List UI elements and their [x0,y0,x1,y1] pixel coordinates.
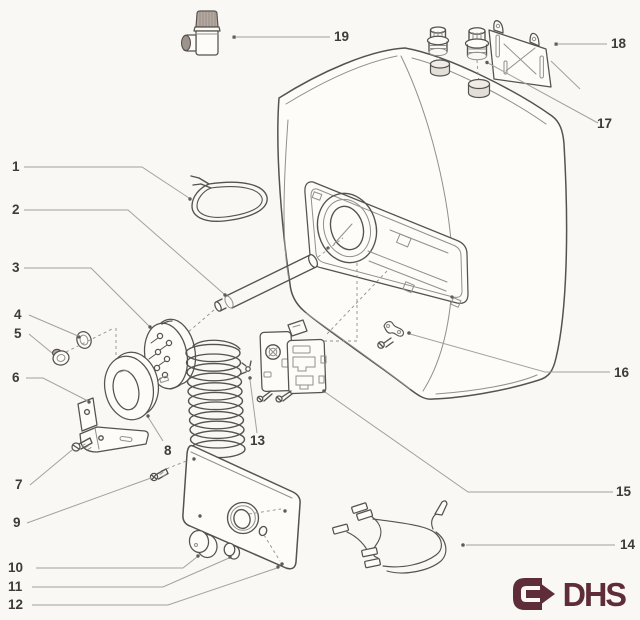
thermostat [259,319,613,493]
part-label-2: 2 [12,202,20,217]
part-label-1: 1 [12,159,20,174]
part-label-6: 6 [12,370,20,385]
part-label-14: 14 [620,537,636,552]
part-label-11: 11 [8,579,23,594]
flange-gasket [103,351,164,442]
wall-bracket [485,20,607,124]
flange-clamp [377,321,404,349]
temperature-knob [36,529,218,569]
logo-arrow-icon [513,578,555,610]
part-label-17: 17 [597,116,613,131]
panel-leader [32,565,280,606]
part-label-3: 3 [12,260,20,275]
panel-screw [26,468,169,524]
pipe-fitting-left [426,26,451,77]
part-label-10: 10 [8,560,24,575]
part-label-19: 19 [334,29,350,44]
part-label-18: 18 [611,36,627,51]
power-cable [24,166,268,223]
thermostat-screw [240,360,273,434]
part-label-4: 4 [14,307,22,322]
part-label-9: 9 [13,515,21,530]
nut [28,327,117,407]
bracket-screw [29,437,93,486]
washer [28,314,92,349]
part-label-13: 13 [250,433,266,448]
button [32,542,241,588]
part-label-12: 12 [8,597,24,612]
element-access-recess [284,181,469,380]
wiring-harness [332,500,615,574]
part-label-15: 15 [616,484,632,499]
part-label-16: 16 [614,365,630,380]
logo-text: DHS [562,576,627,613]
heating-element-flange [24,267,197,390]
part-label-8: 8 [164,443,172,458]
safety-valve [180,10,330,56]
part-label-5: 5 [14,326,22,341]
front-panel [160,444,301,570]
dip-tube [24,209,319,369]
pipe-fitting-right [464,27,491,99]
part-label-7: 7 [15,477,23,492]
brand-logo: DHS [512,576,627,613]
tank-callout-leader [407,331,610,373]
